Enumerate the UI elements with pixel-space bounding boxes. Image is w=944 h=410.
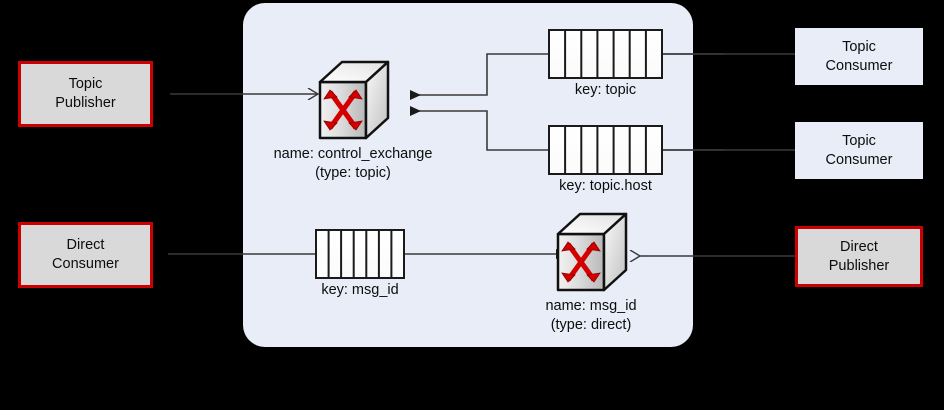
actor-direct-publisher[interactable]: Direct Publisher	[795, 226, 923, 287]
actor-direct-publisher-line1: Direct	[840, 238, 878, 255]
control-exchange-type: (type: topic)	[315, 164, 391, 181]
control-exchange-name: name: control_exchange	[273, 146, 433, 162]
control-exchange-caption: name: control_exchange (type: topic)	[274, 145, 433, 183]
actor-topic-publisher-line1: Topic	[68, 76, 103, 93]
actor-direct-consumer-line2: Consumer	[52, 256, 119, 272]
actor-topic-publisher-label: Topic Publisher	[55, 75, 115, 112]
queue-topic-label: key: topic	[574, 82, 637, 98]
actor-direct-consumer-line1: Direct	[66, 237, 105, 254]
actor-direct-consumer-label: Direct Consumer	[52, 236, 119, 273]
msg-id-exchange-type: (type: direct)	[550, 316, 632, 333]
actor-topic-consumer-1-line2: Consumer	[825, 57, 893, 74]
actor-direct-publisher-line2: Publisher	[828, 257, 890, 274]
queue-topic-host: key: topic.host	[549, 126, 662, 194]
queue-msg-id-label: key: msg_id	[321, 282, 399, 298]
actor-topic-publisher-line2: Publisher	[55, 95, 116, 111]
msg-id-exchange-name: name: msg_id	[545, 298, 637, 314]
actor-topic-consumer-1-line1: Topic	[842, 38, 876, 55]
msg-id-exchange-caption: name: msg_id (type: direct)	[545, 297, 636, 335]
queue-msg-id: key: msg_id	[316, 230, 404, 298]
queue-topic: key: topic	[549, 30, 662, 98]
msg-id-exchange: name: msg_id (type: direct)	[545, 212, 636, 333]
actor-direct-publisher-label: Direct Publisher	[829, 238, 889, 275]
actor-topic-consumer-2[interactable]: Topic Consumer	[795, 122, 923, 179]
actor-topic-consumer-2-line2: Consumer	[825, 151, 893, 168]
control-exchange: name: control_exchange (type: topic)	[274, 60, 433, 181]
actor-topic-consumer-2-line1: Topic	[842, 132, 876, 149]
queue-topic-host-label: key: topic.host	[559, 178, 652, 194]
actor-topic-consumer-2-label: Topic Consumer	[826, 132, 893, 169]
actor-topic-consumer-1-label: Topic Consumer	[826, 38, 893, 75]
actor-topic-consumer-1[interactable]: Topic Consumer	[795, 28, 923, 85]
actor-direct-consumer[interactable]: Direct Consumer	[18, 222, 153, 288]
actor-topic-publisher[interactable]: Topic Publisher	[18, 61, 153, 127]
